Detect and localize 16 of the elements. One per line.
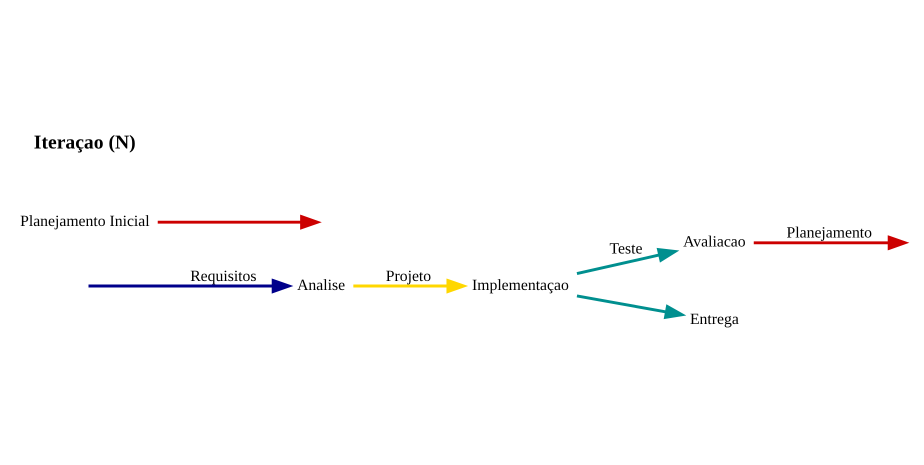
node-text: Analise	[297, 276, 346, 294]
node-text: Entrega	[690, 311, 739, 328]
edge-label: Requisitos	[190, 268, 257, 285]
arrow	[353, 278, 468, 294]
edge-label: Projeto	[386, 268, 432, 285]
node-text: Avaliacao	[683, 234, 746, 251]
node-text: Planejamento Inicial	[20, 212, 150, 230]
arrow	[576, 248, 680, 275]
arrow	[158, 214, 322, 230]
node-text: Implementaçao	[472, 276, 569, 294]
edge-label: Planejamento	[786, 224, 872, 242]
arrow	[754, 235, 910, 250]
edge-label: Teste	[610, 240, 642, 258]
label: Iteraçao (N)	[34, 132, 136, 154]
arrow	[576, 294, 686, 320]
arrow	[88, 278, 294, 294]
